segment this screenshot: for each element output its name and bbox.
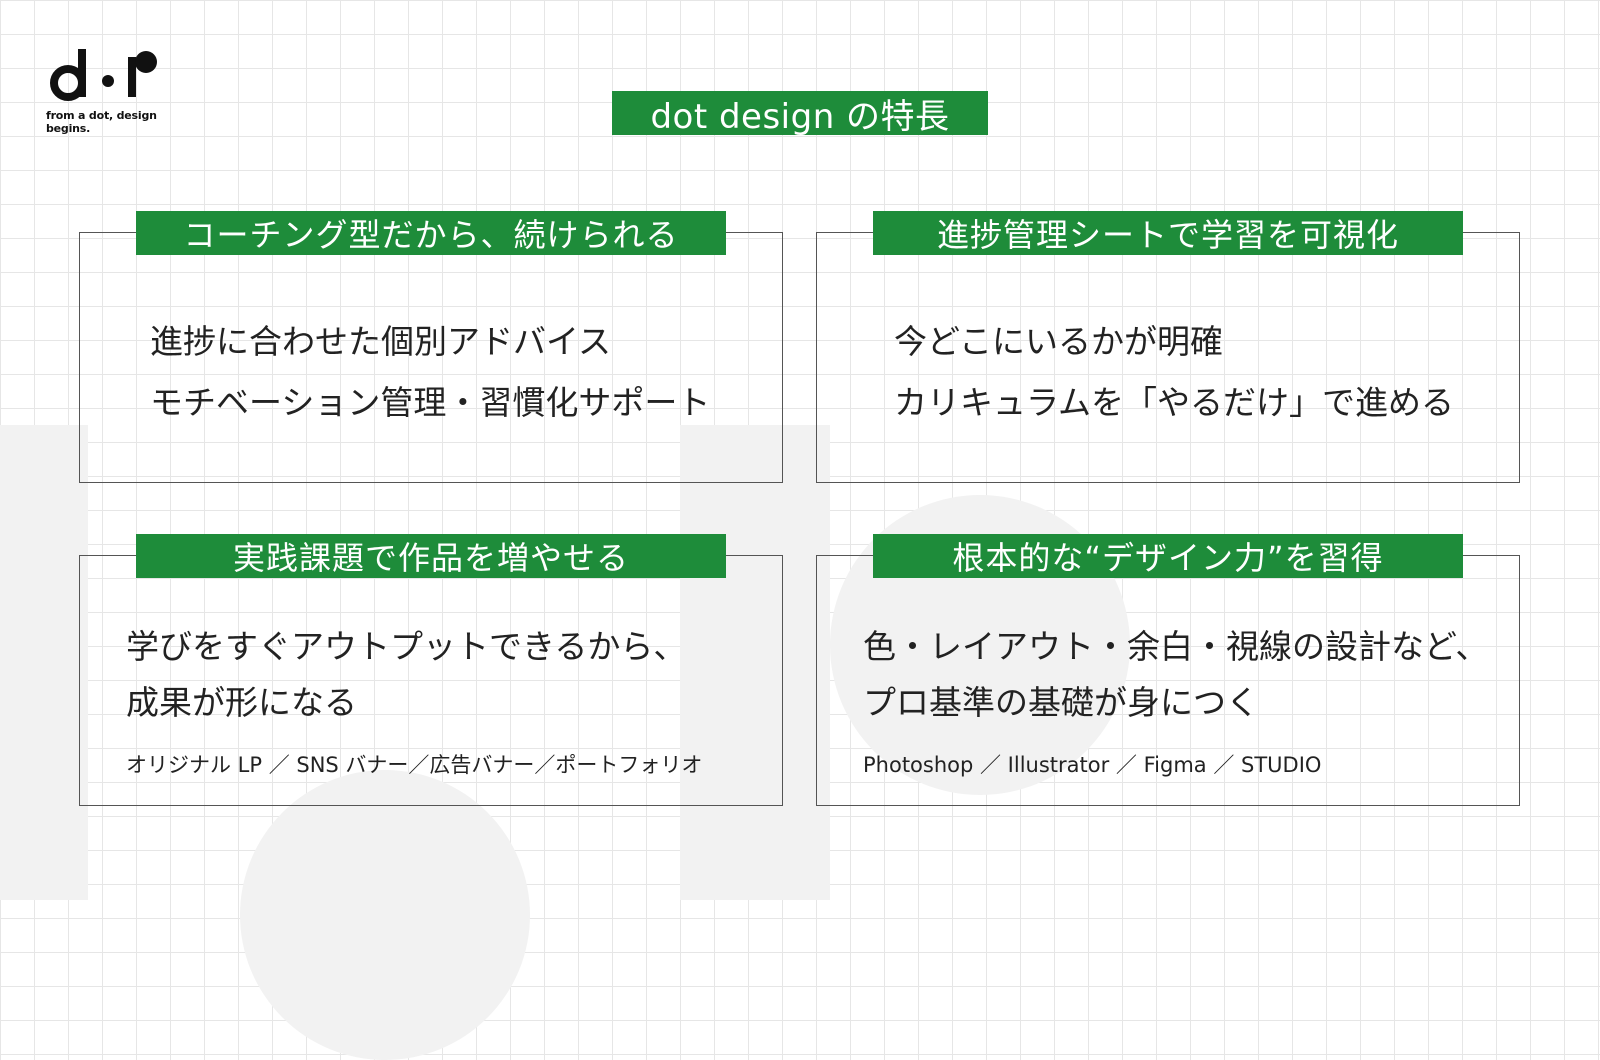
feature-card-design-skill: 根本的な“デザイン力”を習得 色・レイアウト・余白・視線の設計など、 プロ基準の…	[816, 534, 1520, 806]
feature-line: 今どこにいるかが明確	[894, 322, 1224, 361]
feature-card-progress: 進捗管理シートで学習を可視化 今どこにいるかが明確 カリキュラムを「やるだけ」で…	[816, 211, 1520, 483]
logo: from a dot, design begins.	[46, 45, 196, 135]
logo-tagline: from a dot, design begins.	[46, 109, 157, 135]
logo-mark-icon	[50, 49, 157, 101]
feature-line: 成果が形になる	[126, 683, 357, 722]
background-block	[680, 425, 830, 900]
feature-body: 今どこにいるかが明確 カリキュラムを「やるだけ」で進める	[894, 311, 1454, 433]
feature-body: 学びをすぐアウトプットできるから、 成果が形になる	[126, 619, 686, 731]
background-block	[0, 425, 88, 900]
feature-body: 進捗に合わせた個別アドバイス モチベーション管理・習慣化サポート	[150, 311, 710, 433]
feature-line: 学びをすぐアウトプットできるから、	[126, 627, 687, 666]
feature-label: 進捗管理シートで学習を可視化	[873, 211, 1463, 255]
feature-label: コーチング型だから、続けられる	[136, 211, 726, 255]
feature-body: 色・レイアウト・余白・視線の設計など、 プロ基準の基礎が身につく	[863, 619, 1488, 731]
feature-subtext: Photoshop ／ Illustrator ／ Figma ／ STUDIO	[863, 753, 1322, 777]
feature-subtext: オリジナル LP ／ SNS バナー／広告バナー／ポートフォリオ	[126, 753, 703, 777]
feature-card-practice: 実践課題で作品を増やせる 学びをすぐアウトプットできるから、 成果が形になる オ…	[79, 534, 783, 806]
feature-label: 実践課題で作品を増やせる	[136, 534, 726, 578]
feature-line: 色・レイアウト・余白・視線の設計など、	[863, 627, 1489, 666]
feature-line: モチベーション管理・習慣化サポート	[150, 383, 711, 422]
page-title: dot design の特長	[612, 91, 988, 137]
feature-line: 進捗に合わせた個別アドバイス	[150, 322, 612, 361]
feature-line: カリキュラムを「やるだけ」で進める	[894, 383, 1455, 422]
feature-label: 根本的な“デザイン力”を習得	[873, 534, 1463, 578]
feature-line: プロ基準の基礎が身につく	[863, 683, 1259, 722]
feature-card-coaching: コーチング型だから、続けられる 進捗に合わせた個別アドバイス モチベーション管理…	[79, 211, 783, 483]
background-circle	[240, 770, 530, 1060]
